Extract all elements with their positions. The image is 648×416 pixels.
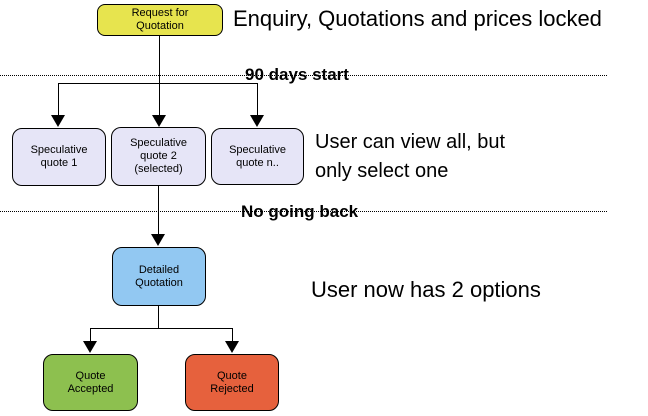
arrowhead-down-icon [225,341,239,353]
connector-stub-accepted [90,328,91,342]
connector-stub-quote-n [257,83,258,116]
connector-detailed-to-branch [158,306,159,329]
node-label: Request for Quotation [131,7,189,32]
connector-quote2-to-detailed [158,186,159,236]
connector-branch-horizontal-top [58,83,258,84]
node-label: Speculative quote n.. [229,143,286,169]
node-quote-accepted: Quote Accepted [43,354,138,411]
annotation-90-days-start: 90 days start [245,65,349,84]
arrowhead-down-icon [151,234,165,246]
node-label: Speculative quote 1 [30,144,88,169]
annotation-prices-locked: Enquiry, Quotations and prices locked [233,6,602,31]
arrowhead-down-icon [51,115,65,127]
connector-stub-quote-2 [159,83,160,116]
divider-line-90-days [0,75,607,76]
arrowhead-down-icon [250,115,264,127]
node-label: Quote Accepted [67,369,114,395]
node-detailed-quotation: Detailed Quotation [112,247,206,306]
annotation-no-going-back: No going back [241,202,359,221]
annotation-view-all-select-one: User can view all, but only select one [315,131,506,182]
divider-line-no-going-back [0,211,607,212]
node-request-for-quotation: Request for Quotation [97,4,223,36]
node-label: Detailed Quotation [135,263,183,289]
node-quote-rejected: Quote Rejected [185,354,279,411]
arrowhead-down-icon [152,115,166,127]
annotation-two-options: User now has 2 options [311,277,541,302]
connector-request-to-branch [159,35,160,83]
node-speculative-quote-2-selected: Speculative quote 2 (selected) [111,127,206,186]
node-speculative-quote-n: Speculative quote n.. [211,128,304,185]
node-speculative-quote-1: Speculative quote 1 [12,128,106,186]
connector-stub-rejected [232,328,233,342]
connector-stub-quote-1 [58,83,59,116]
node-label: Quote Rejected [210,369,254,395]
connector-branch-horizontal-bottom [90,328,233,329]
arrowhead-down-icon [83,341,97,353]
node-label: Speculative quote 2 (selected) [130,137,187,175]
